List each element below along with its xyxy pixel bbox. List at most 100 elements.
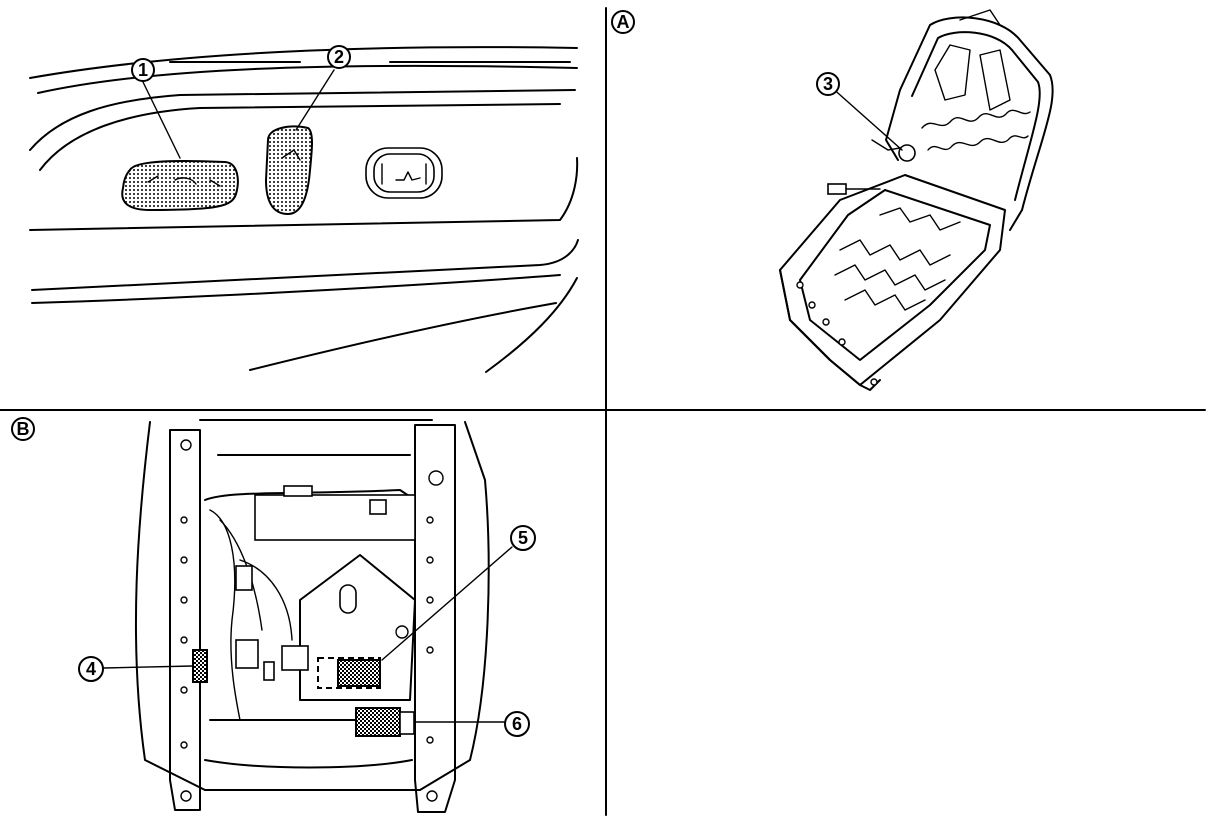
callout-4-text: 4 [86,659,96,679]
control-unit-plate [299,554,416,701]
leader-line-3 [829,85,903,151]
leader-line-2 [295,69,335,131]
rail-hole [180,741,188,749]
rail-bolt-hole [426,790,438,802]
rail-hole [180,686,188,694]
seat-frame-view-a [779,9,1054,391]
rail-hole [426,736,434,744]
harness-connector [235,639,259,669]
back-bracket [934,44,971,101]
callout-1-text: 1 [138,60,148,80]
callout-1: 1 [131,58,155,82]
lifting-motor-unit [355,707,401,737]
callout-2: 2 [327,45,351,69]
seatback-inner [911,31,1041,201]
trim-line [29,46,578,79]
callout-6-circle [504,711,530,737]
seatback-outer [899,16,1054,231]
cushion-front-edge [779,269,881,391]
leader-line-4 [103,665,194,669]
trim-line [485,277,578,373]
callout-5-text: 5 [518,528,528,548]
seat-slide-sensor [192,649,208,683]
cushion-spring [834,264,946,291]
recliner-switch[interactable] [264,125,313,216]
back-spring [927,135,1029,151]
right-seat-rail [414,424,456,813]
cross-tube [204,759,413,769]
callout-3-circle [816,72,840,96]
cross-tube [204,489,416,501]
back-spring [921,109,1031,129]
harness-connector [235,565,253,591]
panel-label-a-text: A [617,12,630,32]
trim-line [31,239,579,291]
trim-line [29,157,579,231]
harness-wire [239,559,293,641]
headrest-guide [959,9,1001,26]
switch-arrow-marks [147,175,221,187]
harness-wire [219,519,263,631]
cushion-spring [839,239,951,266]
rail-bolt-hole [180,790,192,802]
memory-switch-button[interactable] [373,153,435,193]
callout-6-text: 6 [512,714,522,734]
leader-line-5 [381,546,513,661]
rail-hole [426,516,434,524]
rail-hole [180,596,188,604]
harness-wire [209,509,241,721]
seatback-sensor [898,144,916,162]
frame-hole [822,318,830,326]
seat-icon [395,171,421,181]
harness-connector [281,645,309,671]
callout-2-circle [327,45,351,69]
rail-hole [180,636,188,644]
connector-clip [283,485,313,497]
frame-hole [796,281,804,289]
callout-4-circle [78,656,104,682]
sensor-bracket [871,139,901,151]
motor-bracket [254,494,416,541]
callout-3: 3 [816,72,840,96]
rail-hole [180,556,188,564]
panel-label-b-text: B [17,419,30,439]
motor-cap [399,711,415,735]
callout-5: 5 [510,525,536,551]
seat-control-unit [337,659,381,687]
left-seat-rail [169,429,201,811]
back-bracket [979,49,1011,111]
rail-hole [426,646,434,654]
cushion-spring [879,207,961,231]
plate-hole [395,625,409,639]
trim-line [39,103,561,171]
plate-slot [339,584,357,614]
trim-line [31,274,561,304]
cushion-inner [799,189,991,361]
cushion-outline [134,421,490,791]
callout-1-circle [131,58,155,82]
frame-hole [870,378,878,386]
callout-3-text: 3 [823,74,833,94]
door-trim-panel [29,46,579,373]
trim-line [37,64,578,94]
harness-connector [263,661,275,681]
hidden-unit-outline [317,657,381,689]
panel-dividers [0,7,1206,816]
trim-line [249,302,557,371]
frame-hole [808,301,816,309]
panel-label-a-circle [611,10,635,34]
panel-label-a: A [611,10,635,34]
seat-slide-switch[interactable] [121,159,239,212]
seatback-side [885,89,901,161]
rail-hole [180,516,188,524]
rail-bolt-hole [180,439,192,451]
leader-line-1 [142,81,181,159]
switch-arrow-marks [281,149,301,161]
panel-label-b: B [11,417,35,441]
trim-line [29,89,576,151]
rail-bolt-hole [428,470,444,486]
panel-label-b-circle [11,417,35,441]
connector-clip [369,499,387,515]
rail-hole [426,556,434,564]
